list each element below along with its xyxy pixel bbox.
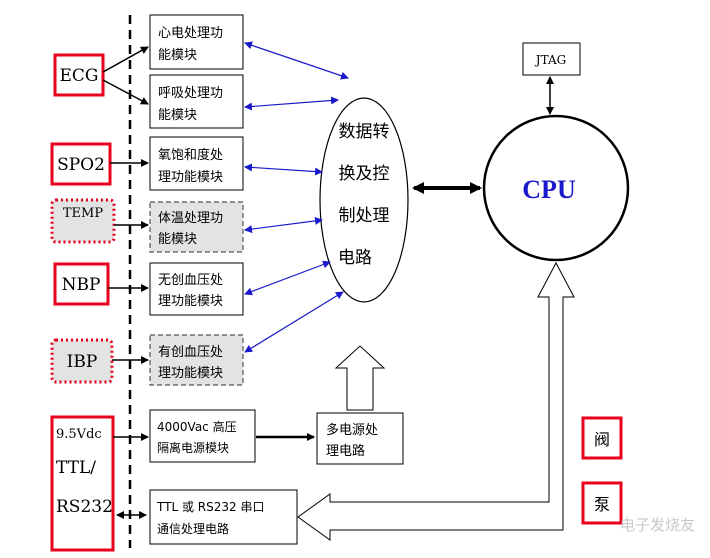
power-comm-box: 9.5Vdc TTL/ RS232: [50, 415, 115, 552]
spo2-sensor-box: SPO2: [50, 142, 112, 186]
module-bus-arrows: [244, 41, 349, 353]
svg-text:泵: 泵: [594, 495, 610, 514]
spo2-module-box: 氧饱和度处 理功能模块: [149, 136, 244, 191]
data-conversion-ellipse: 数据转 换及控 制处理 电路: [319, 97, 409, 303]
sensor-connectors: [102, 46, 149, 519]
svg-text:JTAG: JTAG: [534, 53, 566, 67]
svg-text:能模块: 能模块: [158, 48, 197, 63]
power-label: 9.5Vdc: [56, 427, 102, 442]
svg-text:4000Vac 高压: 4000Vac 高压: [157, 419, 237, 434]
ecg-module-box: 心电处理功 能模块: [149, 14, 244, 70]
nbp-label: NBP: [62, 275, 101, 295]
resp-module-box: 呼吸处理功 能模块: [149, 74, 244, 129]
temp-label: TEMP: [63, 206, 103, 221]
multi-power-circuit-box: 多电源处 理电路: [316, 412, 404, 465]
nbp-sensor-box: NBP: [53, 262, 110, 306]
svg-text:阀: 阀: [594, 430, 610, 449]
svg-text:数据转: 数据转: [339, 122, 390, 142]
ecg-label: ECG: [60, 66, 99, 86]
svg-text:制处理: 制处理: [339, 206, 390, 226]
svg-text:理电路: 理电路: [326, 443, 365, 459]
nbp-module-box: 无创血压处 理功能模块: [149, 262, 244, 316]
svg-text:理功能模块: 理功能模块: [158, 170, 223, 185]
cpu-circle: CPU: [482, 114, 630, 262]
svg-text:多电源处: 多电源处: [326, 422, 378, 438]
power-up-hollow-arrow: [334, 345, 386, 411]
svg-text:理功能模块: 理功能模块: [158, 366, 223, 381]
jtag-box: JTAG: [522, 42, 581, 76]
svg-text:氧饱和度处: 氧饱和度处: [158, 147, 223, 163]
temp-module-box: 体温处理功 能模块: [149, 201, 244, 253]
ecg-sensor-box: ECG: [53, 53, 105, 97]
svg-text:体温处理功: 体温处理功: [158, 211, 223, 226]
ibp-sensor-box: IBP: [50, 338, 114, 384]
svg-text:呼吸处理功: 呼吸处理功: [158, 86, 223, 101]
svg-text:能模块: 能模块: [158, 108, 197, 123]
svg-text:心电处理功: 心电处理功: [158, 26, 223, 41]
ttl-label: TTL/: [56, 458, 96, 478]
spo2-label: SPO2: [57, 155, 105, 175]
ibp-module-box: 有创血压处 理功能模块: [149, 334, 244, 386]
svg-text:TTL 或 RS232 串口: TTL 或 RS232 串口: [156, 500, 264, 514]
svg-text:电路: 电路: [338, 248, 372, 268]
valve-box: 阀: [581, 416, 623, 460]
temp-sensor-box: TEMP: [50, 198, 116, 244]
svg-text:换及控: 换及控: [339, 164, 390, 184]
ibp-label: IBP: [67, 352, 98, 372]
cpu-label: CPU: [522, 175, 576, 204]
svg-text:无创血压处: 无创血压处: [158, 273, 223, 288]
watermark: 电子发烧友: [620, 516, 695, 534]
pump-box: 泵: [581, 481, 623, 525]
rs232-label: RS232: [56, 497, 113, 517]
comm-module-box: TTL 或 RS232 串口 通信处理电路: [149, 489, 298, 545]
cpu-io-hollow-arrow: [297, 261, 575, 541]
svg-text:能模块: 能模块: [158, 232, 197, 247]
isolation-power-module-box: 4000Vac 高压 隔离电源模块: [149, 409, 256, 463]
svg-text:理功能模块: 理功能模块: [158, 294, 223, 309]
svg-text:有创血压处: 有创血压处: [158, 345, 223, 360]
svg-text:通信处理电路: 通信处理电路: [157, 521, 229, 536]
svg-text:隔离电源模块: 隔离电源模块: [157, 440, 229, 455]
